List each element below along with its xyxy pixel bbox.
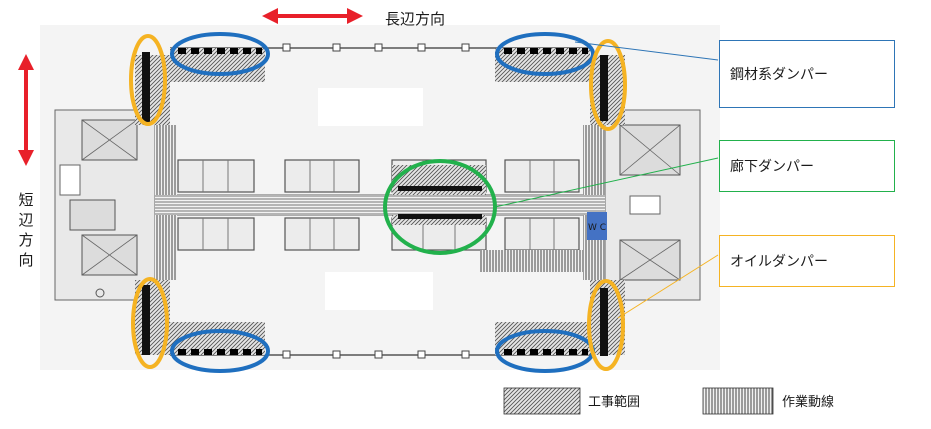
short-direction-char: 辺 [18,211,33,229]
oil-leader-line [617,254,719,319]
steel-leader-line [574,41,719,61]
oil-damper-callout-text: オイルダンパー [730,254,828,270]
long-direction-label: 長辺方向 [385,10,445,28]
oil-damper-highlights [129,34,627,371]
steel-damper-callout-text: 鋼材系ダンパー [730,67,828,83]
steel-damper-callout: 鋼材系ダンパー [719,40,895,108]
wc-block [587,212,607,240]
legend-route-swatch [702,387,774,415]
legend-construction-label: 工事範囲 [588,395,640,410]
corridor-damper-callout: 廊下ダンパー [719,140,895,192]
legend-route-label: 作業動線 [782,394,834,410]
short-direction-char: 向 [18,251,33,269]
legend-construction-swatch [503,387,581,415]
corridor-dampers [398,186,482,219]
short-direction-label: 短 辺 方 向 [18,191,33,269]
corridor-damper-callout-text: 廊下ダンパー [730,159,814,175]
short-direction-char: 短 [18,191,33,209]
legend: 工事範囲 作業動線 [503,387,834,415]
steel-dampers [178,48,588,355]
oil-dampers [142,52,608,356]
corridor-leader-line [494,157,719,208]
short-direction-char: 方 [18,231,33,249]
wc-label: W C [588,223,606,233]
oil-damper-callout: オイルダンパー [719,235,895,287]
steel-damper-highlights [170,32,595,373]
